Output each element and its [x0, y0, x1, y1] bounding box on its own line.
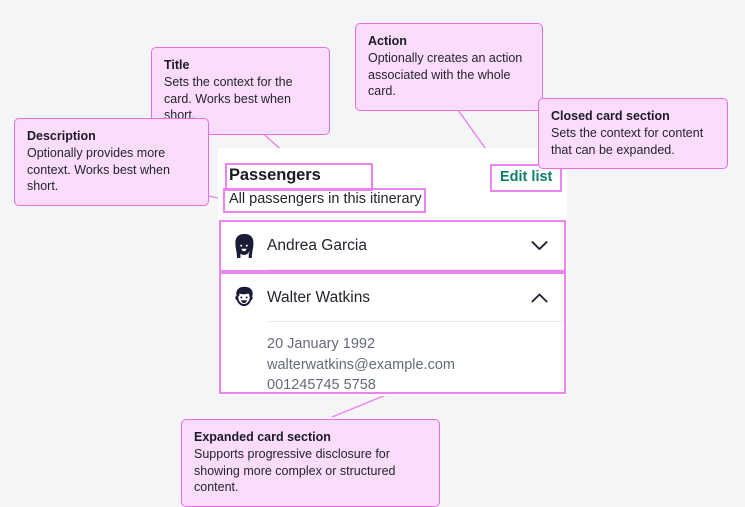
section-header-row[interactable]: Andrea Garcia [221, 222, 564, 270]
passenger-name: Andrea Garcia [267, 237, 367, 254]
card-header: Passengers All passengers in this itiner… [218, 148, 567, 216]
card-section-expanded: Walter Watkins 20 January 1992 walterwat… [219, 272, 566, 394]
annotation-heading: Description [27, 129, 96, 143]
annotation-heading: Title [164, 58, 190, 72]
annotation-heading: Closed card section [551, 109, 670, 123]
detail-birthdate: 20 January 1992 [267, 336, 376, 352]
card-section-collapsed: Andrea Garcia [219, 220, 566, 272]
avatar-woman-icon [235, 233, 254, 259]
passenger-name: Walter Watkins [267, 289, 371, 306]
detail-email: walterwatkins@example.com [267, 356, 455, 373]
annotation-body: Sets the context for content that can be… [551, 126, 704, 157]
chevron-down-icon[interactable] [531, 241, 548, 252]
annotation-body: Sets the context for the card. Works bes… [164, 75, 293, 122]
avatar-man-icon [235, 286, 253, 307]
annotation-expanded-section: Expanded card section Supports progressi… [181, 419, 440, 507]
annotation-body: Optionally provides more context. Works … [27, 146, 170, 193]
annotation-heading: Action [368, 34, 407, 48]
annotation-description: Description Optionally provides more con… [14, 118, 209, 206]
annotation-heading: Expanded card section [194, 430, 331, 444]
annotation-closed-section: Closed card section Sets the context for… [538, 98, 728, 169]
card-title: Passengers [229, 166, 321, 184]
edit-list-button[interactable]: Edit list [500, 169, 553, 185]
title-highlight-box [225, 163, 373, 191]
annotation-action: Action Optionally creates an action asso… [355, 23, 543, 111]
chevron-up-icon[interactable] [531, 293, 548, 304]
section-divider [267, 321, 562, 322]
section-header-row[interactable]: Walter Watkins [221, 274, 564, 322]
detail-phone: 001245745 5758 [267, 377, 376, 393]
card-description: All passengers in this itinerary [229, 191, 422, 207]
annotation-body: Supports progressive disclosure for show… [194, 447, 396, 494]
passengers-card: Passengers All passengers in this itiner… [218, 148, 567, 396]
connector-expanded [331, 394, 387, 418]
annotation-body: Optionally creates an action associated … [368, 51, 523, 98]
description-highlight-box [223, 188, 426, 213]
section-divider [267, 269, 562, 270]
passenger-details: 20 January 1992 walterwatkins@example.co… [267, 334, 455, 396]
